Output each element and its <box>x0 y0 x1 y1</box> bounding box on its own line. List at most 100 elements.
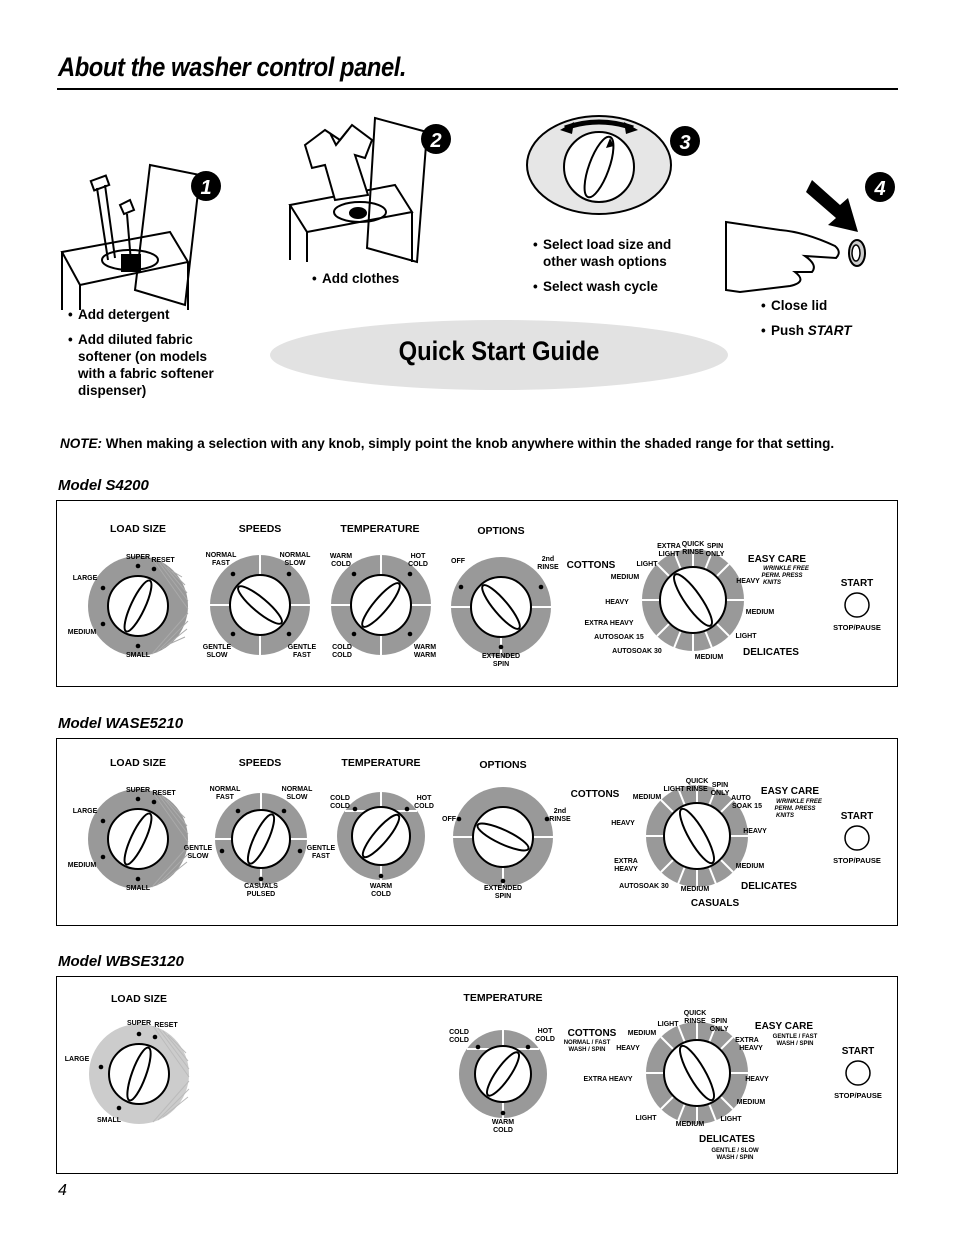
control-panel-wbse3120: LOAD SIZE SUPER RESET LARGE SMALL TEMPER… <box>56 976 898 1174</box>
cycle-medium-easy: MEDIUM <box>737 1099 766 1106</box>
cycle-medium-delicates: MEDIUM <box>695 654 724 661</box>
load-size-small: SMALL <box>126 652 151 659</box>
speeds-label: FAST <box>293 652 312 659</box>
cycle-light-delicates: LIGHT <box>721 1116 743 1123</box>
temperature-label: COLD <box>330 803 350 810</box>
push-text: Push <box>771 323 808 338</box>
cycle-heavy-easy: HEAVY <box>743 828 767 835</box>
step3-dial-illustration <box>526 115 672 215</box>
load-size-large: LARGE <box>73 808 98 815</box>
temperature-knob-pointer <box>361 813 401 859</box>
options-rinse: RINSE <box>537 564 559 571</box>
temperature-label: COLD <box>330 795 350 802</box>
temperature-label: COLD <box>332 652 352 659</box>
start-group: START STOP/PAUSE <box>834 1046 882 1100</box>
speeds-label: SLOW <box>285 560 306 567</box>
options-knob-pointer <box>476 822 530 852</box>
start-button[interactable] <box>844 592 870 618</box>
model-label: Model S4200 <box>58 477 149 494</box>
cycle-light-b: LIGHT <box>636 1115 658 1122</box>
load-size-medium: MEDIUM <box>68 862 97 869</box>
temperature-label: COLD <box>493 1127 513 1134</box>
load-size-title: LOAD SIZE <box>110 523 166 535</box>
speeds-label: NORMAL <box>280 552 311 559</box>
options-rinse: 2nd <box>554 808 566 815</box>
temperature-knob-pointer <box>361 582 401 628</box>
load-size-knob-group: LOAD SIZE SUPER RESET LARGE MEDIUM SMALL <box>68 523 189 659</box>
cycle-extra-heavy: EXTRA HEAVY <box>583 1076 632 1083</box>
note-label: NOTE: <box>60 436 102 451</box>
step4-instructions: Close lid Push START <box>761 297 911 347</box>
cycle-delicates: DELICATES <box>743 647 799 658</box>
cycle-cottons: COTTONS <box>568 1028 617 1039</box>
temperature-label: HOT <box>417 795 433 802</box>
cycle-light: LIGHT <box>664 786 686 793</box>
temperature-label: COLD <box>535 1036 555 1043</box>
step2-instructions: Add clothes <box>312 270 462 295</box>
step2-badge-number: 2 <box>429 130 441 152</box>
control-panel-s4200: LOAD SIZE SUPER RESET LARGE MEDIUM SMALL… <box>56 500 898 687</box>
temperature-label: COLD <box>408 561 428 568</box>
cycle-medium-easy: MEDIUM <box>746 609 775 616</box>
temperature-label: HOT <box>411 553 427 560</box>
load-size-small: SMALL <box>126 885 151 892</box>
step1-badge-number: 1 <box>200 177 211 199</box>
model-label: Model WASE5210 <box>58 715 184 732</box>
load-size-super: SUPER <box>126 554 150 561</box>
quick-start-banner <box>270 320 728 390</box>
cycle-heavy: HEAVY <box>605 599 629 606</box>
cycle-knob-pointer <box>679 1044 715 1102</box>
speeds-knob-pointer <box>246 813 276 865</box>
temperature-label: WARM <box>492 1119 514 1126</box>
cycle-easy-care: EASY CARE <box>748 554 806 565</box>
temperature-label: COLD <box>449 1029 469 1036</box>
cycle-heavy-easy: HEAVY <box>736 578 760 585</box>
temperature-label: COLD <box>332 644 352 651</box>
options-extended: EXTENDED <box>484 885 522 892</box>
speeds-label: GENTLE <box>184 845 213 852</box>
start-label: START <box>842 1046 875 1057</box>
temperature-label: WARM <box>370 883 392 890</box>
start-button[interactable] <box>844 825 870 851</box>
model-label: Model WBSE3120 <box>58 953 184 970</box>
cycle-medium: MEDIUM <box>633 794 662 801</box>
cycle-medium: MEDIUM <box>628 1030 657 1037</box>
speeds-label: CASUALS <box>244 883 278 890</box>
cycle-extra-heavy: EXTRA HEAVY <box>584 620 633 627</box>
temperature-knob-group: TEMPERATURE COLD COLD HOT COLD WARM COLD <box>449 992 555 1134</box>
push-start-emph: START <box>807 323 852 338</box>
options-rinse: RINSE <box>549 816 571 823</box>
page-number: 4 <box>58 1182 67 1199</box>
step4-badge <box>865 172 895 202</box>
stop-pause-label: STOP/PAUSE <box>833 856 881 865</box>
cycle-heavy: HEAVY <box>611 820 635 827</box>
cycle-light: LIGHT <box>658 1021 680 1028</box>
temperature-label: COLD <box>371 891 391 898</box>
start-button[interactable] <box>845 1060 871 1086</box>
speeds-label: FAST <box>312 853 331 860</box>
step4-badge-number: 4 <box>873 178 885 200</box>
cycle-medium: MEDIUM <box>611 574 640 581</box>
cycle-autosoak30: AUTOSOAK 30 <box>619 883 669 890</box>
load-size-medium: MEDIUM <box>68 629 97 636</box>
temperature-label: COLD <box>331 561 351 568</box>
load-size-knob-pointer <box>123 812 153 866</box>
temperature-label: WARM <box>414 644 436 651</box>
speeds-label: SLOW <box>188 853 209 860</box>
step2-washer-illustration <box>288 116 429 264</box>
control-panel-wase5210: LOAD SIZE SUPER RESET LARGE MEDIUM SMALL… <box>56 738 898 926</box>
step1-washer-illustration <box>60 163 202 310</box>
temperature-title: TEMPERATURE <box>341 757 420 769</box>
step2-badge <box>421 124 451 154</box>
cycle-medium-delicates: MEDIUM <box>736 863 765 870</box>
